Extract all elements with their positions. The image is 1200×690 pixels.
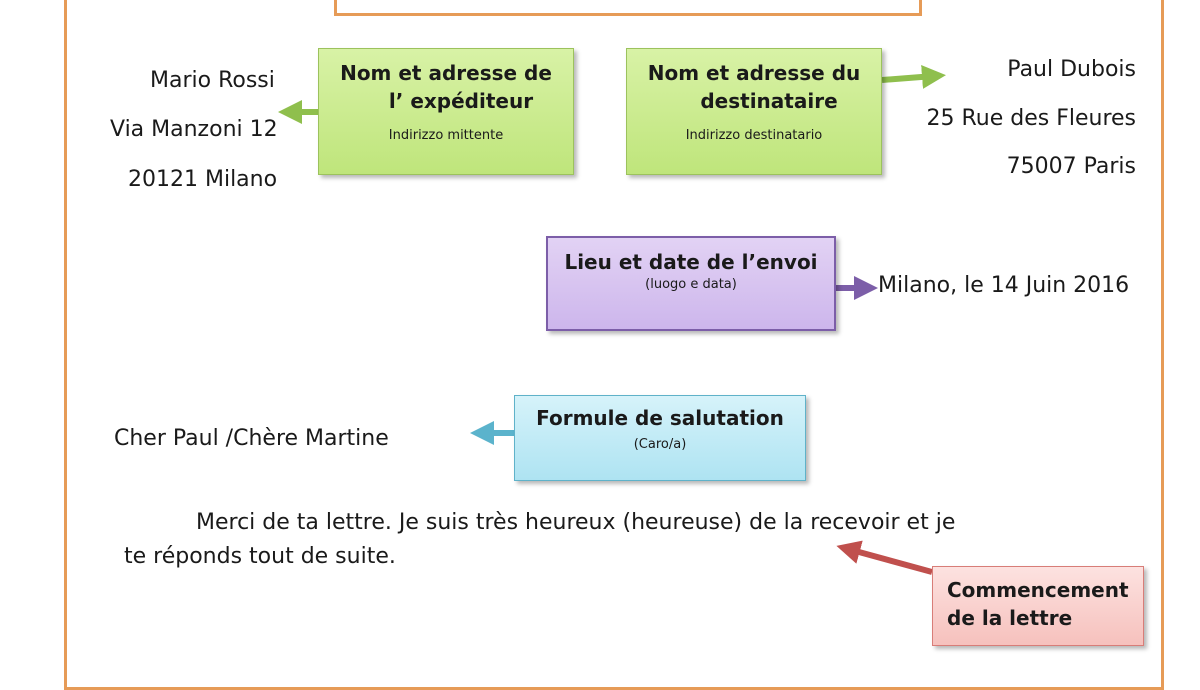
opening-line-2: te réponds tout de suite.	[124, 544, 396, 569]
recipient-street: 25 Rue des Fleures	[926, 106, 1136, 131]
recipient-label-subtitle: Indirizzo destinatario	[685, 128, 823, 143]
greeting-label-box: Formule de salutation (Caro/a)	[514, 395, 806, 481]
place-date-value: Milano, le 14 Juin 2016	[878, 273, 1130, 298]
sender-label-line1: Nom et adresse de	[340, 61, 552, 85]
recipient-name: Paul Dubois	[1007, 57, 1136, 82]
title-frame	[334, 0, 922, 16]
opening-label-box: Commencement de la lettre	[932, 566, 1144, 646]
opening-arrow	[836, 540, 933, 575]
opening-label-line1: Commencement	[947, 578, 1129, 602]
opening-line-1: Merci de ta lettre. Je suis très heureux…	[196, 510, 956, 535]
greeting-value: Cher Paul /Chère Martine	[114, 426, 389, 451]
sender-street: Via Manzoni 12	[110, 117, 278, 142]
sender-city: 20121 Milano	[128, 167, 278, 192]
sender-label-subtitle: Indirizzo mittente	[388, 128, 504, 143]
recipient-label-line1: Nom et adresse du	[647, 61, 861, 85]
place-date-subtitle: (luogo e data)	[645, 277, 737, 292]
place-date-label-box: Lieu et date de l’envoi (luogo e data)	[546, 236, 836, 331]
place-date-label: Lieu et date de l’envoi	[564, 250, 818, 274]
sender-name: Mario Rossi	[150, 68, 275, 93]
recipient-label-line2: destinataire	[700, 89, 838, 113]
recipient-label-box: Nom et adresse du destinataire Indirizzo…	[626, 48, 882, 175]
sender-label-line2: l’ expéditeur	[388, 89, 534, 113]
recipient-city: 75007 Paris	[1006, 154, 1136, 179]
greeting-subtitle: (Caro/a)	[633, 437, 687, 452]
sender-label-box: Nom et adresse de l’ expéditeur Indirizz…	[318, 48, 574, 175]
greeting-label: Formule de salutation	[536, 406, 784, 430]
arrows-layer	[278, 64, 946, 575]
recipient-arrow	[881, 64, 946, 89]
opening-label-line2: de la lettre	[947, 606, 1073, 630]
